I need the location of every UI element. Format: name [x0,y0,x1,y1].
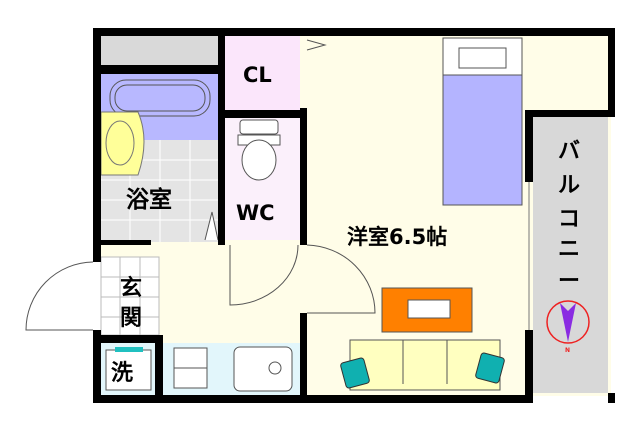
kitchen [163,343,300,395]
bathroom [100,74,219,242]
entrance-tiles [100,256,160,336]
sofa [340,339,505,391]
toilet-bowl [241,139,277,181]
svg-text:ニ: ニ [558,237,580,262]
compass-icon: N [546,300,590,354]
svg-text:ル: ル [558,173,580,198]
cushion-left [340,357,370,389]
sink [233,346,293,392]
label-toilet: WC [236,201,275,225]
label-entrance-1: 玄 [120,275,142,301]
storage-shelf [101,36,218,66]
svg-text:コ: コ [558,207,580,232]
label-washer: 洗 [111,361,133,386]
svg-text:バ: バ [558,139,580,164]
bed [442,37,523,206]
washbasin [100,111,145,176]
compass-north-label: N [565,347,570,354]
table [381,287,473,333]
label-closet: CL [243,63,272,87]
svg-text:ー: ー [558,269,580,294]
closet-floor [225,36,300,110]
toilet-room [225,118,300,240]
label-entrance-2: 関 [120,306,142,331]
doors [25,39,376,331]
label-bath: 浴室 [126,186,172,213]
balcony-floor [533,117,608,393]
cushion-right [475,352,505,384]
label-balcony: バ ル コ ニ ー [558,139,580,294]
walls [93,28,615,403]
label-western-room: 洋室6.5帖 [347,225,447,249]
